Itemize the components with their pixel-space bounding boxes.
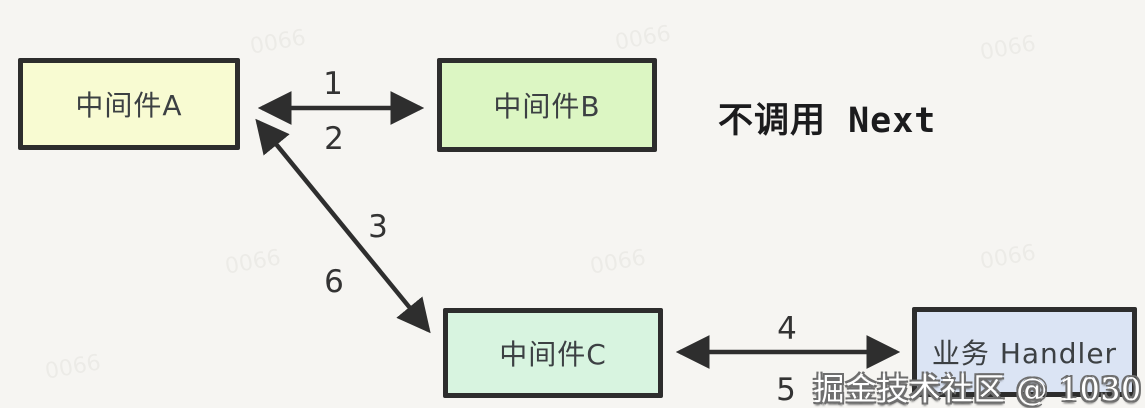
- edge-label-2: 2: [324, 121, 344, 157]
- node-middleware-b-label: 中间件B: [493, 90, 601, 123]
- node-middleware-c: 中间件C: [443, 308, 663, 398]
- edge-label-4: 4: [777, 311, 797, 347]
- faint-watermark: 0066: [248, 25, 308, 60]
- node-middleware-b: 中间件B: [437, 58, 657, 152]
- faint-watermark: 0066: [613, 21, 673, 56]
- edge-label-6: 6: [324, 264, 344, 300]
- faint-watermark: 0066: [588, 245, 648, 280]
- node-middleware-c-label: 中间件C: [499, 338, 607, 371]
- faint-watermark: 0066: [43, 350, 103, 385]
- faint-watermark: 0066: [978, 240, 1038, 275]
- node-middleware-a-label: 中间件A: [75, 89, 183, 122]
- node-middleware-a: 中间件A: [18, 58, 240, 150]
- edge-label-1: 1: [323, 66, 343, 102]
- faint-watermark: 0066: [223, 245, 283, 280]
- annotation-no-next: 不调用 Next: [718, 101, 937, 141]
- faint-watermark: 0066: [978, 31, 1038, 66]
- node-business-handler-label: 业务 Handler: [931, 337, 1118, 370]
- site-watermark: 掘金技术社区 @ 1030: [813, 372, 1142, 408]
- edge-label-3: 3: [368, 209, 388, 245]
- node-business-handler: 业务 Handler: [912, 307, 1137, 397]
- edge-label-5: 5: [776, 372, 796, 408]
